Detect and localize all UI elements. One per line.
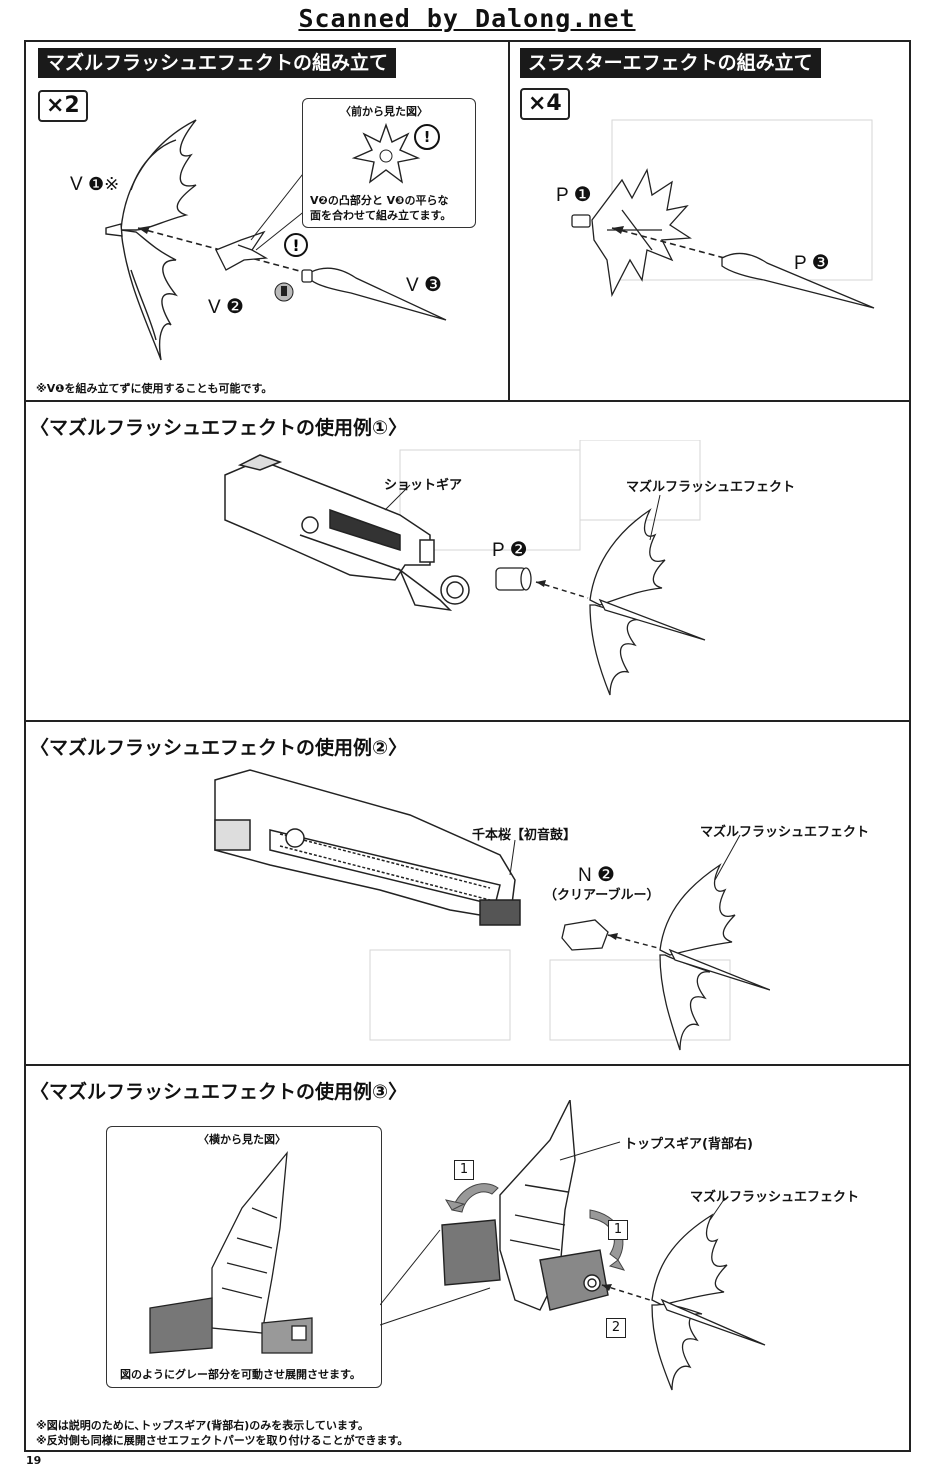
clear-blue-label: （クリアーブルー） [544, 888, 660, 903]
example1-title: 〈マズルフラッシュエフェクトの使用例①〉 [30, 417, 408, 439]
part-label-p1: P ❶ [556, 184, 592, 206]
flash-v2 [215, 230, 269, 271]
part-number-v2: ❷ [225, 296, 244, 318]
callout-text-line1: V❷の凸部分と V❸の平らな [310, 194, 449, 207]
side-view-label: 〈横から見た図〉 [198, 1133, 286, 1146]
senbonzakura-weapon [214, 769, 521, 926]
muzzle-assembly-illustration: ! [105, 119, 447, 361]
part-p2-connector [495, 567, 532, 591]
muzzle-assembly-title: マズルフラッシュエフェクトの組み立て [38, 48, 397, 78]
step-2-marker: 2 [606, 1318, 626, 1338]
part-number-p2: ❷ [509, 539, 528, 561]
example3-note2: ※反対側も同様に展開させエフェクトパーツを取り付けることができます。 [36, 1434, 409, 1447]
example2-illustration [214, 769, 770, 1051]
shot-gear-label: ショットギア [384, 478, 463, 493]
spike-v3 [301, 267, 447, 321]
part-label-n2: N ❷ [578, 864, 615, 886]
part-label-p3: P ❸ [794, 252, 830, 274]
part-n2-connector [561, 919, 609, 951]
part-number-v1: ❶※ [87, 174, 120, 194]
front-view-label: 〈前から見た図〉 [340, 105, 428, 118]
example2-effect-label: マズルフラッシュエフェクト [700, 825, 870, 840]
side-view-caption: 図のようにグレー部分を可動させ展開させます。 [120, 1368, 361, 1381]
warning-icon: ! [414, 124, 440, 150]
front-view-star [351, 122, 421, 184]
muzzle-flash-effect [589, 508, 706, 696]
part-number-p3: ❸ [811, 252, 830, 274]
part-label-p2: P ❷ [492, 539, 528, 561]
example3-illustration [380, 1100, 766, 1391]
tops-gear [441, 1100, 609, 1311]
muzzle-footnote: ※V❶を組み立てずに使用することも可能です。 [36, 382, 273, 395]
part-number-p1: ❶ [573, 184, 592, 206]
example2-title: 〈マズルフラッシュエフェクトの使用例②〉 [30, 737, 408, 759]
part-number-n2: ❷ [597, 864, 615, 886]
part-label-v1: V ❶※ [70, 174, 120, 195]
scan-credit: Scanned by Dalong.net [298, 4, 636, 33]
weapon-label: 千本桜【初音鼓】 [472, 828, 577, 843]
joint-detail-icon [274, 282, 294, 302]
example1-effect-label: マズルフラッシュエフェクト [626, 480, 796, 495]
example3-note1: ※図は説明のために､トップスギア(背部右)のみを表示しています。 [36, 1419, 369, 1432]
part-label-v2: V ❷ [208, 296, 244, 318]
muzzle-flash-effect [651, 1213, 766, 1391]
callout-text-line2: 面を合わせて組み立てます。 [310, 209, 452, 222]
thruster-quantity: ×4 [520, 88, 570, 120]
step-1-marker-left: 1 [454, 1160, 474, 1180]
example3-panel [24, 1064, 911, 1452]
thruster-illustration [571, 119, 875, 309]
warning-icon: ! [284, 233, 308, 257]
part-label-v3: V ❸ [406, 274, 442, 296]
tops-gear-label: トップスギア(背部右) [624, 1137, 753, 1152]
shot-gear [224, 454, 470, 612]
thruster-spike-p3 [721, 252, 875, 309]
example3-effect-label: マズルフラッシュエフェクト [690, 1190, 860, 1205]
page-number: 19 [26, 1454, 42, 1467]
example1-illustration [224, 440, 706, 696]
step-1-marker-right: 1 [608, 1220, 628, 1240]
part-number-v3: ❸ [423, 274, 442, 296]
side-view-illustration [149, 1150, 313, 1354]
flash-wing-v1 [105, 119, 197, 361]
muzzle-flash-effect [659, 863, 770, 1051]
muzzle-quantity: ×2 [38, 90, 88, 122]
svg-text:!: ! [292, 236, 299, 255]
example3-title: 〈マズルフラッシュエフェクトの使用例③〉 [30, 1081, 408, 1103]
thruster-assembly-title: スラスターエフェクトの組み立て [520, 48, 821, 78]
thruster-flower-p1 [571, 168, 692, 298]
